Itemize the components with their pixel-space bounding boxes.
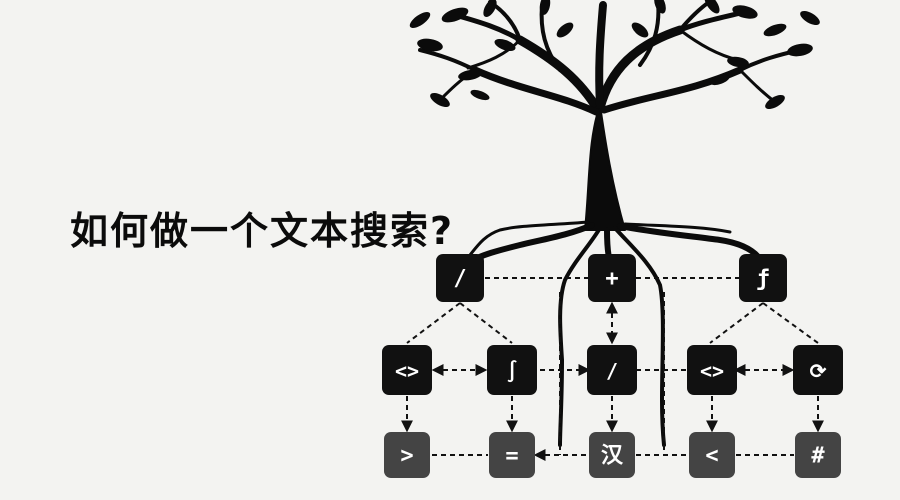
equals-node-box: [489, 432, 535, 478]
slash-node-mid: /: [587, 345, 637, 395]
integral-node-box: [487, 345, 537, 395]
less-than-node-icon: <: [705, 444, 718, 469]
angle-code-node: <>: [382, 345, 432, 395]
tree-icon: [418, 0, 802, 231]
greater-than-node-icon: >: [400, 444, 413, 469]
hash-node-box: [795, 432, 841, 478]
page-title: 如何做一个文本搜索?: [70, 209, 455, 253]
less-than-node-box: [689, 432, 735, 478]
refresh-node: ⟳: [793, 345, 843, 395]
angle-brackets-node: <>: [687, 345, 737, 395]
function-node-icon: ƒ: [756, 267, 769, 292]
angle-code-node-icon: <>: [395, 359, 419, 383]
slash-node-mid-icon: /: [606, 359, 618, 383]
plus-node: +: [588, 254, 636, 302]
connectors: [401, 277, 824, 461]
greater-than-node-box: [384, 432, 430, 478]
hash-node-icon: #: [811, 444, 825, 469]
slash-node-mid-box: [587, 345, 637, 395]
angle-brackets-node-box: [687, 345, 737, 395]
hash-node: #: [795, 432, 841, 478]
plus-node-icon: +: [605, 267, 618, 292]
equals-node: =: [489, 432, 535, 478]
refresh-node-box: [793, 345, 843, 395]
slash-node-box: [436, 254, 484, 302]
chinese-char-node: 汉: [589, 432, 635, 478]
refresh-node-icon: ⟳: [810, 359, 827, 383]
angle-code-node-box: [382, 345, 432, 395]
function-node-box: [739, 254, 787, 302]
nodes: / + ƒ <> ∫ / <> ⟳ > = 汉 < #: [382, 254, 843, 478]
less-than-node: <: [689, 432, 735, 478]
angle-brackets-node-icon: <>: [700, 359, 724, 383]
plus-node-box: [588, 254, 636, 302]
function-node: ƒ: [739, 254, 787, 302]
equals-node-icon: =: [505, 444, 518, 469]
chinese-char-node-box: [589, 432, 635, 478]
chinese-char-node-icon: 汉: [601, 444, 624, 469]
greater-than-node: >: [384, 432, 430, 478]
tree-roots: [467, 220, 765, 447]
integral-node: ∫: [487, 345, 537, 395]
integral-node-icon: ∫: [506, 359, 518, 383]
slash-node: /: [436, 254, 484, 302]
slash-node-icon: /: [453, 267, 466, 292]
leaves: [409, 0, 820, 109]
